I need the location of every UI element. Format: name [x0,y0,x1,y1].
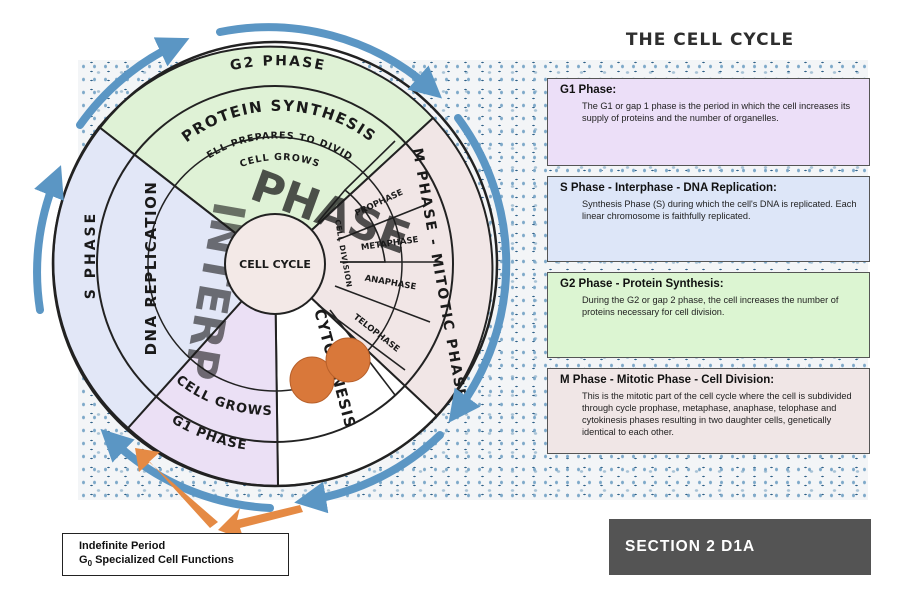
dna-replication-label: DNA REPLICATION [142,181,160,356]
g0-box: Indefinite Period G0 Specialized Cell Fu… [62,533,289,576]
g1-info-box: G1 Phase: The G1 or gap 1 phase is the p… [547,78,870,166]
g0-arrows [135,448,303,540]
page-title: THE CELL CYCLE [625,30,795,50]
s-phase-label: S PHASE [83,211,99,299]
g2-phase-label: G2 PHASE [229,53,328,74]
cycle-arrows [33,23,511,514]
m-info-box: M Phase - Mitotic Phase - Cell Division:… [547,368,870,454]
s-info-box: S Phase - Interphase - DNA Replication: … [547,176,870,262]
s-info-text: Synthesis Phase (S) during which the cel… [582,199,857,221]
m-info-text: This is the mitotic part of the cell cyc… [582,391,852,437]
g1-info-title: G1 Phase: [560,84,617,96]
g0-line2: G0 Specialized Cell Functions [79,554,234,569]
g1-info-text: The G1 or gap 1 phase is the period in w… [582,101,851,123]
g0-subscript: 0 [87,559,93,569]
s-info-title: S Phase - Interphase - DNA Replication: [560,182,777,194]
section-badge: SECTION 2 D1A [609,519,871,575]
g0-line1: Indefinite Period [79,540,166,552]
wheel-segments [51,40,499,488]
g2-info-text: During the G2 or gap 2 phase, the cell i… [582,295,839,317]
center-hub [224,213,326,315]
center-label: CELL CYCLE [239,258,311,271]
m-info-title: M Phase - Mitotic Phase - Cell Division: [560,374,775,386]
dividing-cell-icon [289,337,371,404]
g2-info-title: G2 Phase - Protein Synthesis: [560,278,724,290]
g2-info-box: G2 Phase - Protein Synthesis: During the… [547,272,870,358]
